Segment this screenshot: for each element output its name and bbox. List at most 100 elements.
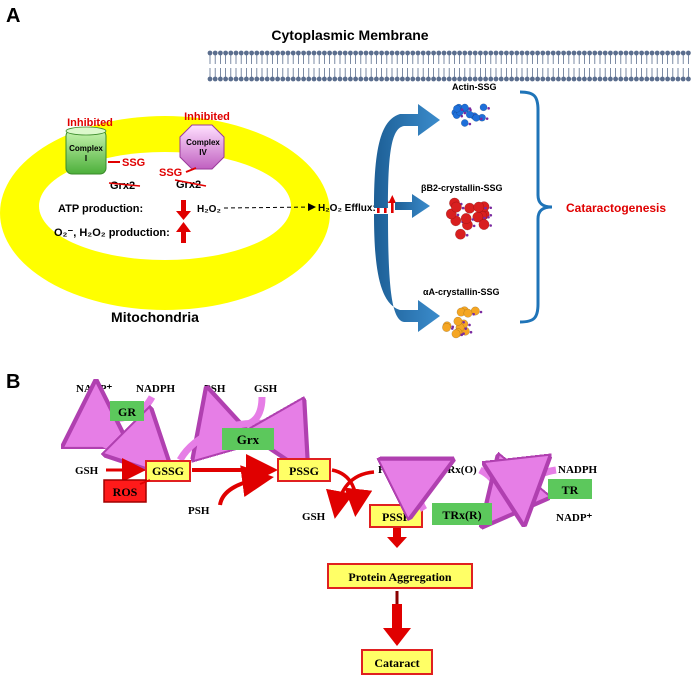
lipid-head [244, 50, 249, 56]
lipid-head [254, 76, 260, 82]
ssg-adduct [468, 323, 471, 327]
lipid-head [223, 50, 229, 56]
lipid-head [394, 76, 400, 82]
grx2-strike-iv [174, 179, 207, 187]
lipid-head [431, 50, 436, 56]
lipid-head [353, 76, 358, 82]
ssg-adduct [465, 233, 469, 237]
lipid-head [649, 50, 655, 56]
ssg-adduct [483, 216, 486, 220]
pssg-box [277, 458, 331, 482]
lipid-head [654, 50, 660, 56]
pssg-label: PSSG [289, 464, 319, 478]
complex-iv [179, 124, 225, 170]
lipid-head [264, 50, 270, 56]
lipid-head [540, 76, 546, 82]
lipid-head [623, 76, 629, 82]
atp-production-label: ATP production: [58, 203, 143, 215]
complex-i-number: I [85, 154, 87, 163]
ssg-adduct [484, 206, 487, 210]
lipid-head [405, 76, 410, 82]
ssg-adduct [464, 327, 468, 330]
lipid-head [618, 76, 624, 82]
lipid-head [238, 50, 244, 56]
ssg-adduct [450, 327, 454, 330]
ssg-adduct [489, 206, 493, 210]
mitochondria [0, 116, 330, 310]
lipid-head [483, 76, 488, 82]
ssg-adduct [487, 215, 490, 219]
lipid-head [436, 50, 442, 56]
target-actin-label: Actin-SSG [452, 82, 497, 92]
bb2-crystallin-ssg-cluster [445, 197, 493, 240]
lipid-head [654, 76, 660, 82]
pssp-down-head [387, 537, 407, 548]
cataract-arrow-stem [392, 604, 402, 630]
gsh-input: GSH [75, 465, 99, 477]
pssp-label: PSSP [382, 510, 410, 524]
lipid-head [270, 76, 275, 82]
lipid-head [384, 50, 390, 56]
lipid-head [478, 50, 483, 56]
lipid-head [270, 50, 275, 56]
ros-up-arrow [176, 222, 191, 243]
lipid-head [285, 50, 291, 56]
lipid-head [498, 76, 504, 82]
aa-crystallin-ssg-cluster [442, 306, 483, 339]
lipid-head [290, 76, 296, 82]
lipid-head [608, 76, 613, 82]
lipid-head [363, 76, 369, 82]
lipid-head [467, 50, 473, 56]
lipid-head [592, 50, 598, 56]
lipid-head [597, 76, 603, 82]
lipid-head [535, 50, 540, 56]
lipid-head [472, 76, 478, 82]
lipid-head [613, 50, 618, 56]
lipid-head [576, 50, 582, 56]
lipid-head [327, 50, 332, 56]
tr-spacer [524, 512, 556, 516]
lipid-head [623, 50, 629, 56]
lipid-head [301, 50, 306, 56]
ros-label: ROS [113, 485, 138, 499]
ssg-adduct [471, 218, 475, 221]
target-aa-label: αA-crystallin-SSG [423, 287, 500, 297]
cytoplasmic-membrane [207, 50, 691, 82]
lipid-head [275, 50, 280, 56]
tr-box [548, 479, 592, 499]
psh-to-gsh-arrow [325, 470, 375, 519]
grx2-label-i: Grx2 [110, 180, 135, 192]
pssg-to-pssp-arrow [331, 468, 373, 517]
lipid-head [566, 50, 572, 56]
ssg-adduct [456, 213, 460, 217]
ssg-adduct [480, 117, 483, 121]
lipid-head [353, 50, 358, 56]
gr-to-gssg-arrow [85, 430, 160, 464]
lipid-head [644, 50, 650, 56]
lipid-head [686, 76, 691, 82]
lipid-head [670, 76, 676, 82]
lipid-head [436, 76, 442, 82]
panel-a-letter: A [6, 5, 20, 27]
protein-subunit [464, 202, 476, 214]
lipid-head [348, 76, 353, 82]
lipid-head [358, 50, 364, 56]
ssg-adduct [469, 330, 473, 334]
lipid-head [400, 50, 405, 56]
psh-bottom: PSH [188, 505, 210, 517]
lipid-head [665, 76, 670, 82]
atp-down-arrow [176, 200, 191, 220]
lipid-head [337, 50, 343, 56]
branch-arrows [374, 104, 440, 332]
lipid-head [389, 76, 395, 82]
lipid-head [223, 76, 229, 82]
ssg-adduct [462, 332, 465, 335]
panel-b-letter: B [6, 371, 20, 393]
gr-label: GR [118, 405, 136, 419]
lipid-head [379, 50, 384, 56]
lipid-head [571, 76, 577, 82]
lipid-head [644, 76, 650, 82]
cataract-arrow-head [383, 628, 411, 646]
protein-subunit [478, 219, 490, 230]
lipid-head [592, 76, 598, 82]
